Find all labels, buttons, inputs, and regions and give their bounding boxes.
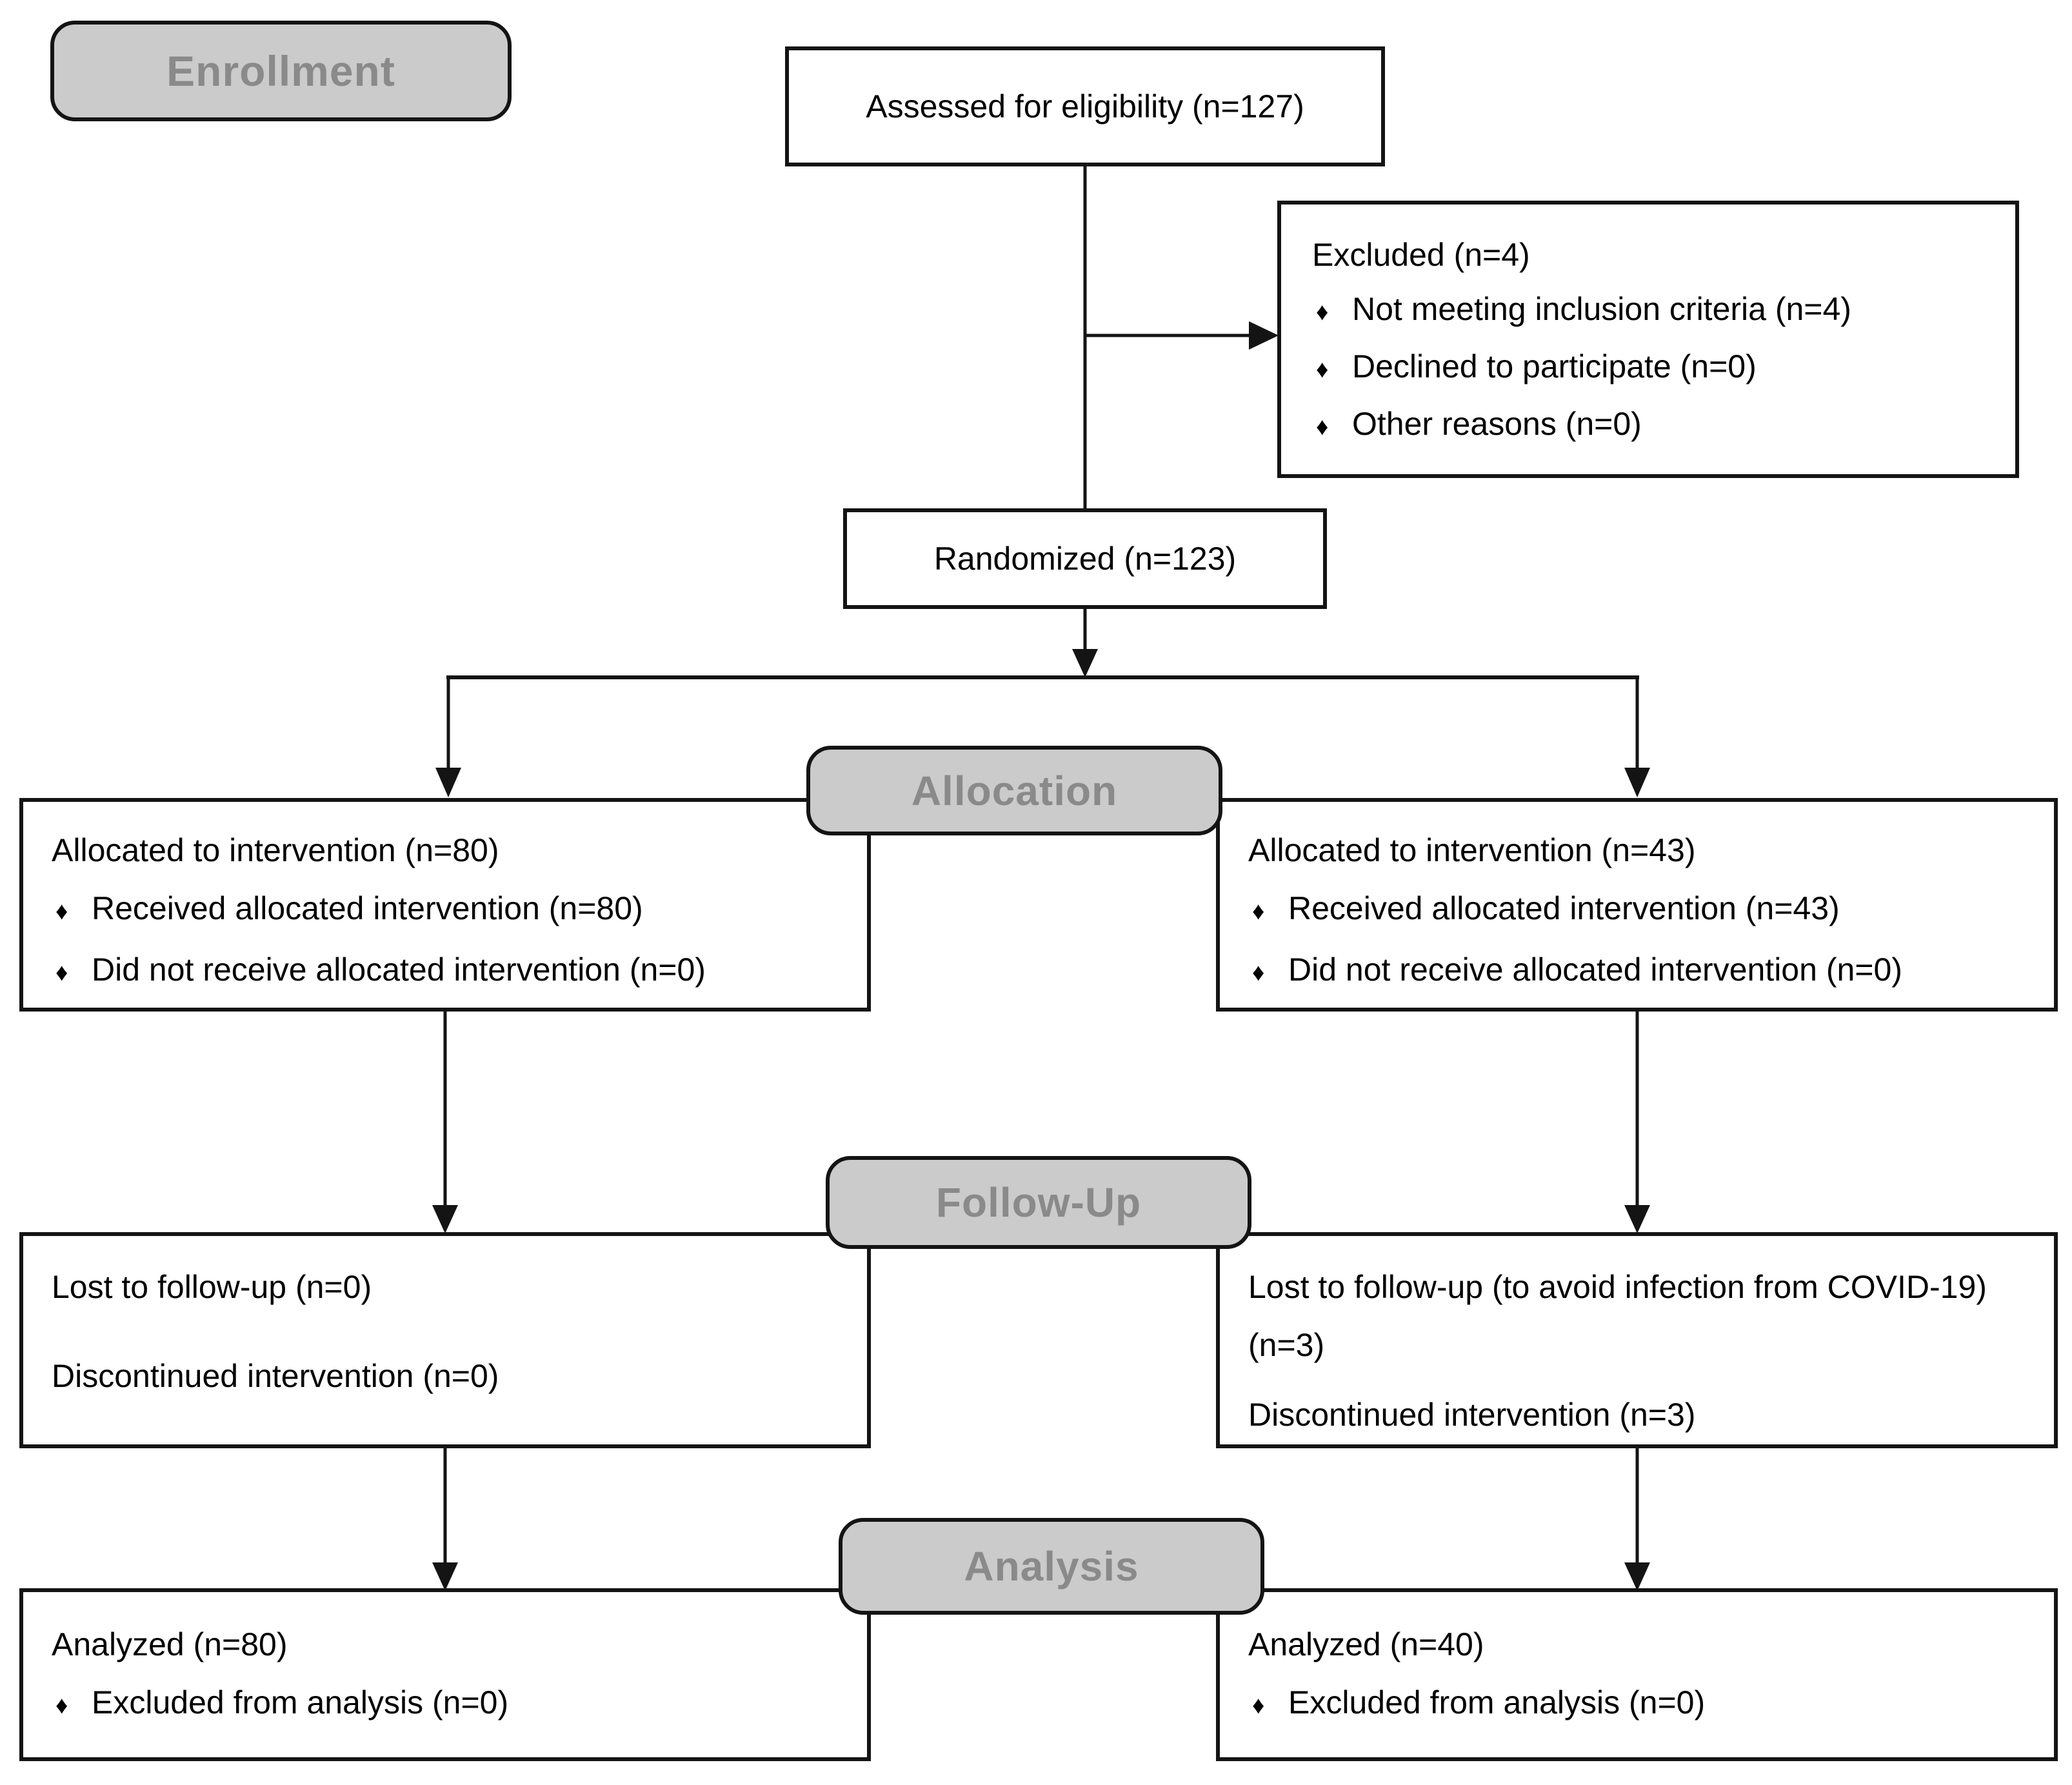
allocation-right-title: Allocated to intervention (n=43)	[1248, 832, 1696, 868]
diamond-bullet-icon: ♦	[55, 959, 68, 986]
diamond-bullet-icon: ♦	[1316, 414, 1329, 441]
allocation-right-bullet-text: Did not receive allocated intervention (…	[1288, 952, 1902, 988]
analysis-left-bullet-row: ♦ Excluded from analysis (n=0)	[52, 1673, 844, 1735]
analysis-right-bullet-text: Excluded from analysis (n=0)	[1288, 1684, 1706, 1720]
arrowhead-analysis-left	[432, 1562, 458, 1591]
phase-allocation-label: Allocation	[806, 746, 1222, 835]
diamond-bullet-icon: ♦	[1316, 299, 1329, 326]
allocation-right-bullet-row: ♦ Received allocated intervention (n=43)	[1248, 879, 2031, 941]
phase-analysis-label: Analysis	[839, 1518, 1264, 1615]
diamond-bullet-icon: ♦	[55, 898, 68, 925]
arrowhead-analysis-right	[1624, 1562, 1650, 1591]
arrowhead-branch-left	[435, 768, 461, 797]
allocation-right-bullet-row: ♦ Did not receive allocated intervention…	[1248, 941, 2031, 1002]
analysis-right-bullet-row: ♦ Excluded from analysis (n=0)	[1248, 1673, 2031, 1735]
allocation-left-box: Allocated to intervention (n=80) ♦ Recei…	[19, 798, 871, 1012]
phase-allocation-text: Allocation	[911, 767, 1118, 814]
diamond-bullet-icon: ♦	[1252, 898, 1265, 925]
analysis-left-title: Analyzed (n=80)	[52, 1626, 288, 1662]
excluded-box: Excluded (n=4) ♦ Not meeting inclusion c…	[1277, 201, 2019, 478]
allocation-left-bullet-text: Received allocated intervention (n=80)	[92, 890, 643, 926]
excluded-bullet-row: ♦ Declined to participate (n=0)	[1312, 339, 1992, 397]
phase-analysis-text: Analysis	[964, 1543, 1139, 1590]
analysis-right-box: Analyzed (n=40) ♦ Excluded from analysis…	[1216, 1588, 2058, 1761]
diamond-bullet-icon: ♦	[1252, 959, 1265, 986]
allocation-right-bullet-text: Received allocated intervention (n=43)	[1288, 890, 1840, 926]
phase-followup-label: Follow-Up	[826, 1156, 1251, 1249]
arrowhead-branch-right	[1624, 768, 1650, 797]
arrowhead-excluded	[1249, 321, 1279, 350]
phase-enrollment-text: Enrollment	[166, 47, 395, 95]
excluded-bullet-text: Other reasons (n=0)	[1352, 406, 1642, 442]
allocation-left-bullet-row: ♦ Did not receive allocated intervention…	[52, 941, 844, 1002]
assessed-box: Assessed for eligibility (n=127)	[785, 46, 1385, 166]
arrowhead-allocation-left	[432, 1205, 458, 1233]
excluded-bullet-text: Not meeting inclusion criteria (n=4)	[1352, 291, 1851, 327]
analysis-left-box: Analyzed (n=80) ♦ Excluded from analysis…	[19, 1588, 871, 1761]
diamond-bullet-icon: ♦	[55, 1692, 68, 1719]
analysis-right-title: Analyzed (n=40)	[1248, 1626, 1484, 1662]
followup-left-line: Lost to follow-up (n=0)	[52, 1269, 372, 1305]
assessed-text: Assessed for eligibility (n=127)	[866, 88, 1304, 125]
excluded-bullet-row: ♦ Other reasons (n=0)	[1312, 397, 1992, 454]
allocation-left-bullet-row: ♦ Received allocated intervention (n=80)	[52, 879, 844, 941]
allocation-left-title: Allocated to intervention (n=80)	[52, 832, 499, 868]
arrowhead-randomized-split	[1072, 649, 1098, 677]
diamond-bullet-icon: ♦	[1252, 1692, 1265, 1719]
phase-enrollment-label: Enrollment	[50, 21, 512, 121]
randomized-text: Randomized (n=123)	[933, 541, 1237, 577]
phase-followup-text: Follow-Up	[935, 1179, 1142, 1226]
excluded-title: Excluded (n=4)	[1312, 237, 1530, 273]
excluded-bullet-text: Declined to participate (n=0)	[1352, 348, 1757, 384]
allocation-left-bullet-text: Did not receive allocated intervention (…	[92, 952, 706, 988]
followup-right-line: Lost to follow-up (to avoid infection fr…	[1248, 1269, 1987, 1363]
arrowhead-allocation-right	[1624, 1205, 1650, 1233]
followup-right-line: Discontinued intervention (n=3)	[1248, 1397, 1696, 1433]
diamond-bullet-icon: ♦	[1316, 356, 1329, 383]
followup-left-line: Discontinued intervention (n=0)	[52, 1358, 499, 1394]
randomized-box: Randomized (n=123)	[843, 508, 1327, 609]
excluded-bullet-row: ♦ Not meeting inclusion criteria (n=4)	[1312, 282, 1992, 339]
followup-left-box: Lost to follow-up (n=0) Discontinued int…	[19, 1232, 871, 1448]
analysis-left-bullet-text: Excluded from analysis (n=0)	[92, 1684, 509, 1720]
followup-right-box: Lost to follow-up (to avoid infection fr…	[1216, 1232, 2058, 1448]
allocation-right-box: Allocated to intervention (n=43) ♦ Recei…	[1216, 798, 2058, 1012]
